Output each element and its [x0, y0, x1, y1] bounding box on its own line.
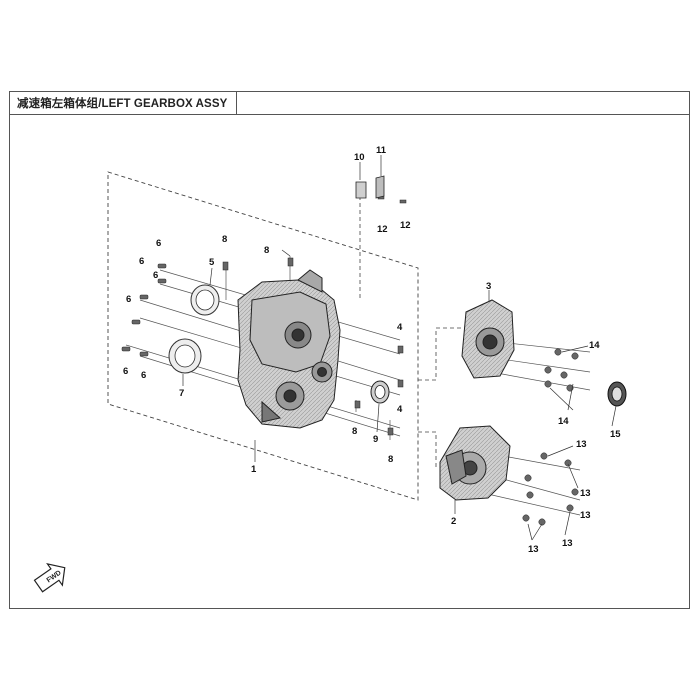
callout-4-lower: 4 — [397, 404, 403, 415]
callout-6-a: 6 — [156, 238, 161, 249]
part-1-left-gearbox-housing — [237, 269, 341, 429]
callout-12-b: 12 — [400, 220, 411, 231]
callout-7: 7 — [179, 388, 184, 399]
title-tab: 减速箱左箱体组/LEFT GEARBOX ASSY — [9, 91, 237, 115]
callout-15: 15 — [610, 429, 621, 440]
callout-1: 1 — [251, 464, 257, 475]
callout-9: 9 — [373, 434, 378, 445]
callout-8-a: 8 — [222, 234, 227, 245]
leader-dashed-3 — [418, 327, 470, 381]
callout-5: 5 — [209, 257, 215, 268]
leader-dashed-2 — [418, 431, 437, 470]
callout-labels: 1 2 3 4 4 5 6 6 6 6 6 6 7 8 8 8 8 9 10 1… — [123, 145, 621, 555]
part-2-gearbox-cover — [439, 425, 511, 501]
fastener-bolts — [121, 195, 579, 526]
callout-13-c: 13 — [580, 510, 591, 521]
diagram-title: 减速箱左箱体组/LEFT GEARBOX ASSY — [17, 98, 228, 110]
drawing-frame — [9, 91, 690, 609]
callout-4-upper: 4 — [397, 322, 403, 333]
part-3-bearing-cover — [461, 299, 515, 379]
callout-8-b: 8 — [264, 245, 269, 256]
callout-3: 3 — [486, 281, 491, 292]
part-15-oil-seal — [607, 381, 627, 407]
callout-6-b: 6 — [139, 256, 144, 267]
callout-14-a: 14 — [589, 340, 600, 351]
callout-12-a: 12 — [377, 224, 388, 235]
callout-6-e: 6 — [123, 366, 128, 377]
part-5-seal-ring — [190, 284, 220, 316]
callout-8-d: 8 — [388, 454, 393, 465]
callout-6-f: 6 — [141, 370, 146, 381]
callout-6-d: 6 — [126, 294, 131, 305]
part-10-11-bracket — [355, 175, 385, 199]
callout-8-c: 8 — [352, 426, 357, 437]
fwd-direction-arrow: FWD — [33, 562, 66, 593]
assembly-group-boundary — [107, 171, 419, 501]
callout-10: 10 — [354, 152, 365, 163]
leader-lines — [182, 155, 617, 541]
callout-13-a: 13 — [576, 439, 587, 450]
callout-11: 11 — [376, 145, 387, 156]
part-7-gasket — [168, 338, 202, 374]
callout-13-d: 13 — [528, 544, 539, 555]
callout-6-c: 6 — [153, 270, 158, 281]
title-bar — [9, 91, 690, 115]
part-9-oil-seal — [370, 380, 390, 404]
callout-2: 2 — [451, 516, 456, 527]
callout-13-b: 13 — [580, 488, 591, 499]
callout-13-e: 13 — [562, 538, 573, 549]
callout-14-b: 14 — [558, 416, 569, 427]
